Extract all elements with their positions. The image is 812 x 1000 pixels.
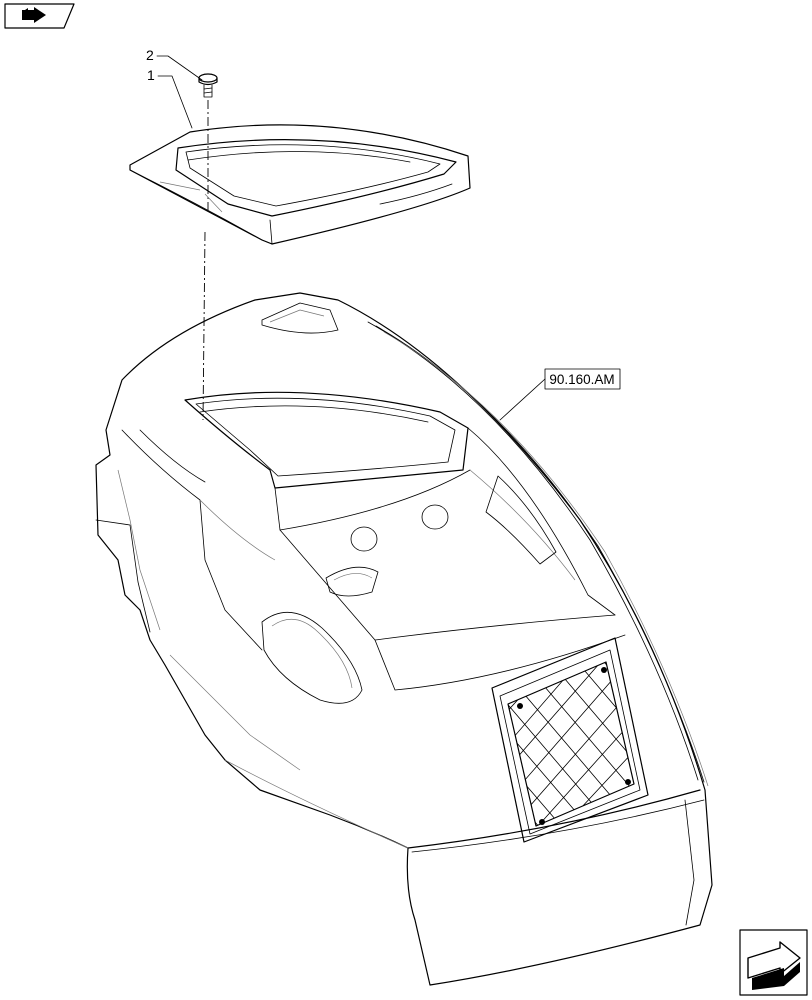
screw-part xyxy=(198,73,218,98)
fender-console-housing xyxy=(95,292,713,986)
next-page-arrow-icon[interactable] xyxy=(739,929,808,996)
callout-2-label: 2 xyxy=(146,47,154,63)
reference-label[interactable]: 90.160.AM xyxy=(549,372,614,387)
storage-tray-part xyxy=(129,124,471,245)
callout-1-label: 1 xyxy=(147,67,155,83)
reference-leader xyxy=(499,378,546,421)
book-arrow-icon[interactable] xyxy=(4,3,75,29)
callout-2-leader xyxy=(156,55,203,81)
assembly-axis-line xyxy=(202,100,209,421)
callout-1-leader xyxy=(157,75,193,129)
